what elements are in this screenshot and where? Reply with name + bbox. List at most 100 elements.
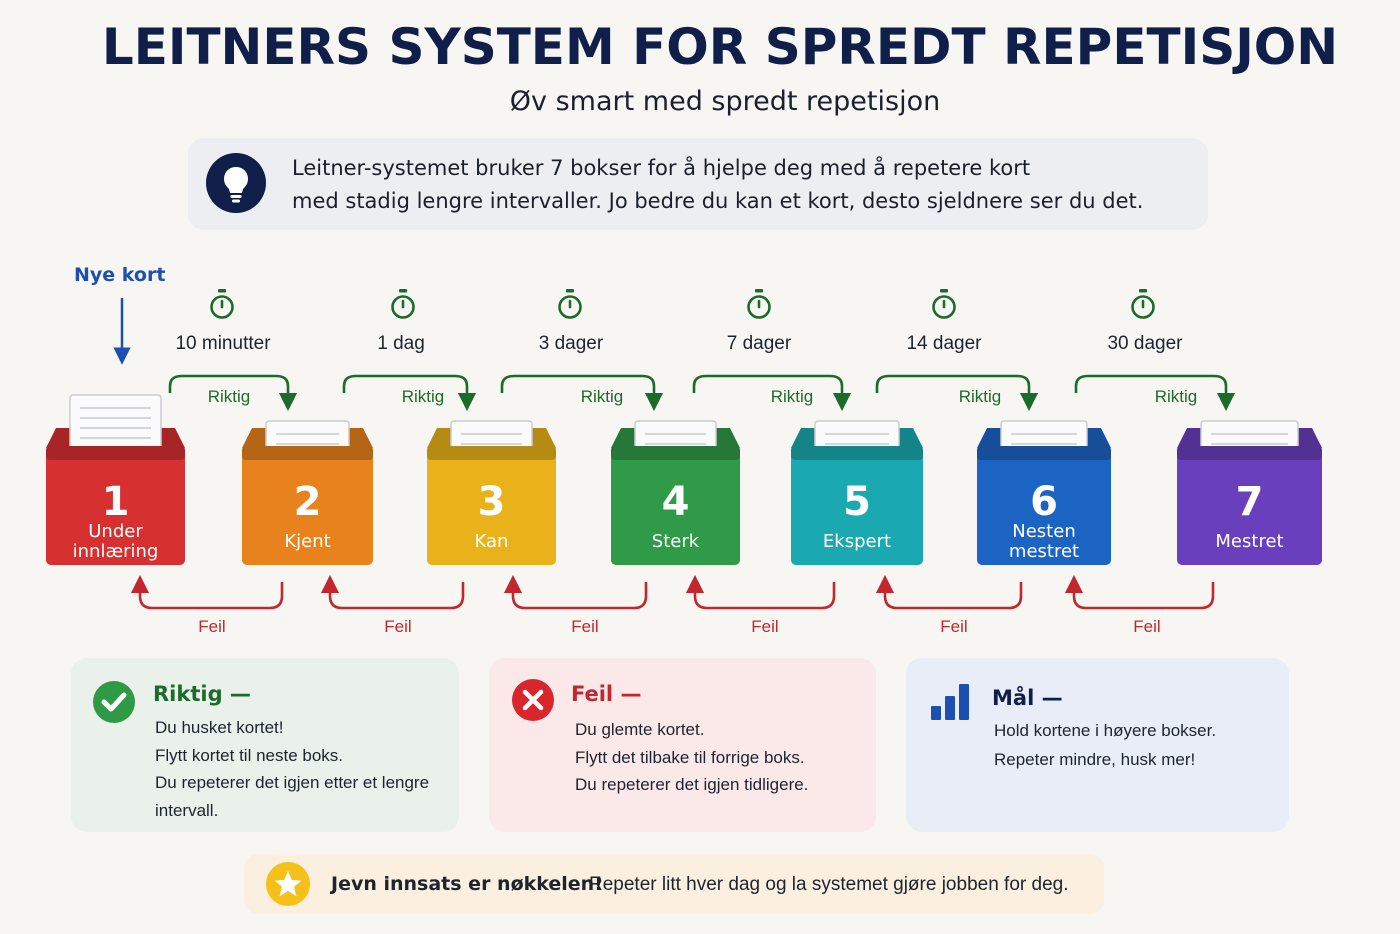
box-rim — [791, 446, 923, 460]
box-number: 5 — [843, 479, 871, 525]
box-name: Ekspert — [823, 531, 891, 552]
box-number: 6 — [1030, 479, 1058, 525]
wrong-heading: Feil — — [571, 682, 642, 706]
footer-text: Repeter litt hver dag og la systemet gjø… — [589, 874, 1069, 895]
correct-line: Du repeterer det igjen etter et lengre — [155, 773, 430, 792]
wrong-arrow-6: Feil — [1064, 574, 1215, 636]
timer-icon — [1131, 289, 1155, 319]
box-front — [242, 452, 373, 565]
wrong-label: Feil — [751, 617, 778, 636]
goal-card: Mål — Hold kortene i høyere bokser. Repe… — [906, 658, 1289, 832]
wrong-arrow — [320, 574, 465, 610]
correct-label: Riktig — [771, 387, 814, 406]
timer-ring — [558, 295, 582, 319]
timer-button — [755, 289, 763, 293]
page-title: LEITNERS SYSTEM FOR SPREDT REPETISJON — [101, 18, 1339, 76]
wrong-line: Flytt det tilbake til forrige boks. — [575, 747, 805, 767]
box-rim — [242, 446, 373, 460]
interval-label: 10 minutter — [175, 333, 271, 354]
correct-arrow — [342, 374, 477, 412]
timer-icon — [747, 289, 771, 319]
correct-lines: Du husket kortet! Flytt kortet til neste… — [155, 714, 445, 824]
wrong-arrow-4: Feil — [685, 574, 836, 636]
goal-lines: Hold kortene i høyere bokser. Repeter mi… — [994, 716, 1284, 774]
correct-arrow — [692, 374, 852, 412]
wrong-arrow — [130, 574, 284, 610]
correct-line: Du husket kortet! — [155, 718, 284, 737]
box-name: Sterk — [652, 531, 700, 552]
timer-ring — [932, 295, 956, 319]
info-text: Leitner-systemet bruker 7 bokser for å h… — [292, 152, 1192, 218]
box-name: Under — [88, 521, 143, 542]
box-rim — [977, 446, 1111, 460]
interval-label: 7 dager — [727, 333, 792, 354]
correct-arrow — [500, 374, 664, 412]
timer-button — [566, 289, 574, 293]
info-line-1: Leitner-systemet bruker 7 bokser for å h… — [292, 156, 1031, 180]
correct-line: intervall. — [155, 800, 219, 820]
wrong-label: Feil — [571, 617, 598, 636]
correct-label: Riktig — [581, 387, 624, 406]
lightbulb-icon — [206, 153, 266, 213]
correct-card: Riktig — Du husket kortet! Flytt kortet … — [71, 658, 459, 832]
timer-icon — [932, 289, 956, 319]
timer-button — [399, 289, 407, 293]
timer-icon — [558, 289, 582, 319]
box-front — [1177, 452, 1322, 565]
correct-heading: Riktig — — [153, 682, 251, 706]
new-cards-label: Nye kort — [74, 264, 166, 286]
wrong-arrow — [685, 574, 836, 610]
wrong-label: Feil — [1133, 617, 1160, 636]
wrong-line: Du glemte kortet. — [575, 720, 705, 739]
wrong-card: Feil — Du glemte kortet. Flytt det tilba… — [489, 658, 876, 832]
correct-arrow — [1074, 374, 1236, 412]
box-front — [791, 452, 923, 565]
correct-arrow — [168, 374, 298, 412]
info-line-2: med stadig lengre intervaller. Jo bedre … — [292, 189, 1144, 213]
wrong-arrow — [875, 574, 1023, 610]
wrong-label: Feil — [384, 617, 411, 636]
info-panel: Leitner-systemet bruker 7 bokser for å h… — [188, 138, 1208, 230]
box-name: innlæring — [73, 541, 159, 562]
goal-line: Hold kortene i høyere bokser. — [994, 721, 1217, 740]
goal-line: Repeter mindre, husk mer! — [994, 750, 1196, 769]
page-subtitle: Øv smart med spredt repetisjon — [509, 86, 941, 117]
timer-ring — [391, 295, 415, 319]
correct-label: Riktig — [1155, 387, 1198, 406]
wrong-label: Feil — [198, 617, 225, 636]
interval-label: 14 dager — [906, 333, 982, 354]
box-rim — [611, 446, 740, 460]
interval-label: 3 dager — [539, 333, 604, 354]
wrong-label: Feil — [940, 617, 967, 636]
wrong-arrow-3: Feil — [503, 574, 648, 636]
wrong-arrow-5: Feil — [875, 574, 1023, 636]
correct-label: Riktig — [959, 387, 1002, 406]
check-circle-icon — [92, 680, 136, 728]
box-front — [46, 452, 185, 565]
bar-chart-icon — [930, 682, 974, 726]
box-front — [427, 452, 556, 565]
wrong-arrow-2: Feil — [320, 574, 465, 636]
timer-button — [218, 289, 226, 293]
correct-line: Flytt kortet til neste boks. — [155, 745, 344, 765]
timer-button — [1139, 289, 1147, 293]
box-number: 3 — [478, 479, 506, 525]
box-rim — [46, 446, 185, 460]
timer-ring — [747, 295, 771, 319]
box-front — [611, 452, 740, 565]
goal-heading: Mål — — [992, 686, 1063, 710]
footer-banner: Jevn innsats er nøkkelen! Repeter litt h… — [244, 854, 1104, 914]
timer-button — [940, 289, 948, 293]
timer-ring — [210, 295, 234, 319]
wrong-arrow — [1064, 574, 1215, 610]
interval-label: 30 dager — [1107, 333, 1183, 354]
box-rim — [427, 446, 556, 460]
box-number: 4 — [662, 479, 690, 525]
correct-arrow — [875, 374, 1039, 412]
